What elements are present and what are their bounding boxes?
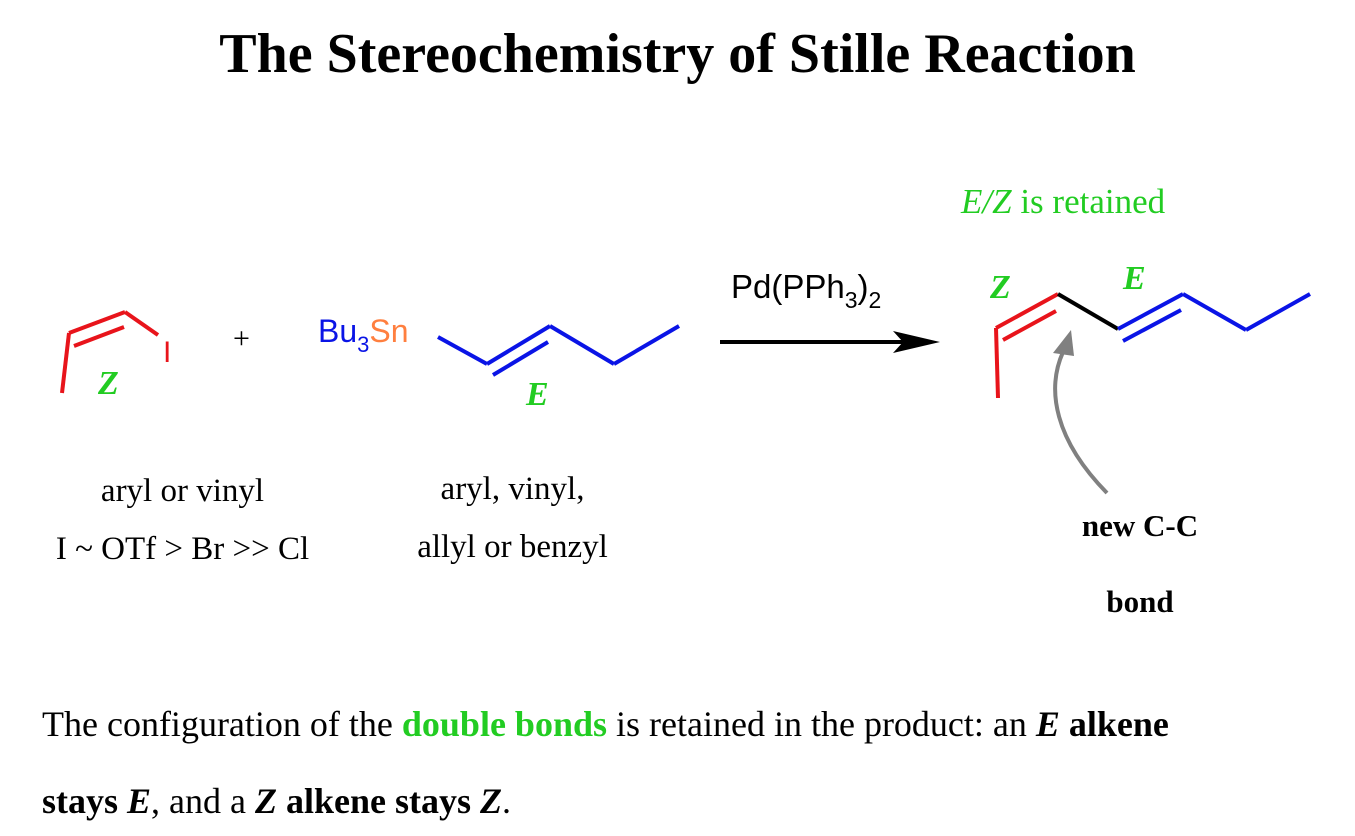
- reactant1-caption-line2: I ~ OTf > Br >> Cl: [55, 531, 310, 567]
- reaction-arrow: Pd(PPh3)2: [720, 268, 940, 353]
- e-stereo-label: E: [525, 376, 549, 413]
- double-bond-inner: [1122, 308, 1182, 343]
- bond-to-iodine: [123, 310, 160, 337]
- footer-line1: The configuration of the double bonds is…: [42, 704, 1169, 744]
- arrow-head: [893, 331, 940, 353]
- double-bond-inner: [1002, 309, 1057, 342]
- retained-label: E/Z is retained: [961, 182, 1165, 222]
- product-z-label: Z: [989, 269, 1011, 306]
- bond: [60, 332, 71, 394]
- new-bond-label-line1: new C-C: [1081, 508, 1199, 543]
- ez-text: E/Z: [961, 182, 1012, 221]
- z-stereo-label: Z: [97, 365, 119, 402]
- double-bond-inner: [73, 325, 125, 348]
- bond: [994, 327, 1000, 399]
- bond: [612, 324, 681, 366]
- curved-arrow-path: [1053, 351, 1109, 495]
- double-bonds-highlight: double bonds: [401, 704, 608, 744]
- footer-line2: stays E, and a Z alkene stays Z.: [42, 781, 512, 821]
- bond: [548, 324, 616, 366]
- curved-arrow: [1053, 330, 1109, 495]
- bu-label: Bu: [318, 313, 357, 349]
- bond: [437, 335, 488, 366]
- new-bond-label-line2: bond: [1106, 584, 1174, 619]
- tin-label: Sn: [369, 313, 408, 349]
- tributyltin-label: Bu3Sn: [318, 313, 409, 357]
- iodine-atom: I: [163, 336, 171, 369]
- reactant2-caption-line1: aryl, vinyl,: [440, 471, 585, 507]
- page-title: The Stereochemistry of Stille Reaction: [219, 23, 1136, 85]
- reactant2-caption-line2: allyl or benzyl: [417, 529, 608, 565]
- bu-subscript: 3: [357, 332, 369, 357]
- double-bond-outer: [1117, 292, 1184, 331]
- e-vinyl-stannane-structure: Bu3Sn E: [318, 313, 681, 413]
- curved-arrow-head: [1053, 330, 1074, 356]
- double-bond-outer: [68, 310, 126, 335]
- product-e-label: E: [1122, 260, 1146, 297]
- retained-text: is retained: [1011, 182, 1166, 221]
- catalyst-label: Pd(PPh3)2: [731, 268, 881, 313]
- double-bond-outer: [995, 292, 1059, 330]
- bond: [1182, 292, 1247, 332]
- plus-sign: +: [233, 322, 250, 355]
- z-vinyl-iodide-structure: I Z: [60, 310, 171, 402]
- new-cc-bond: [1056, 292, 1120, 331]
- double-bond-inner: [491, 340, 550, 377]
- double-bond-outer: [485, 324, 552, 366]
- reactant1-caption-line1: aryl or vinyl: [100, 473, 265, 509]
- bond: [1245, 292, 1311, 332]
- diene-product-structure: Z E: [989, 260, 1311, 399]
